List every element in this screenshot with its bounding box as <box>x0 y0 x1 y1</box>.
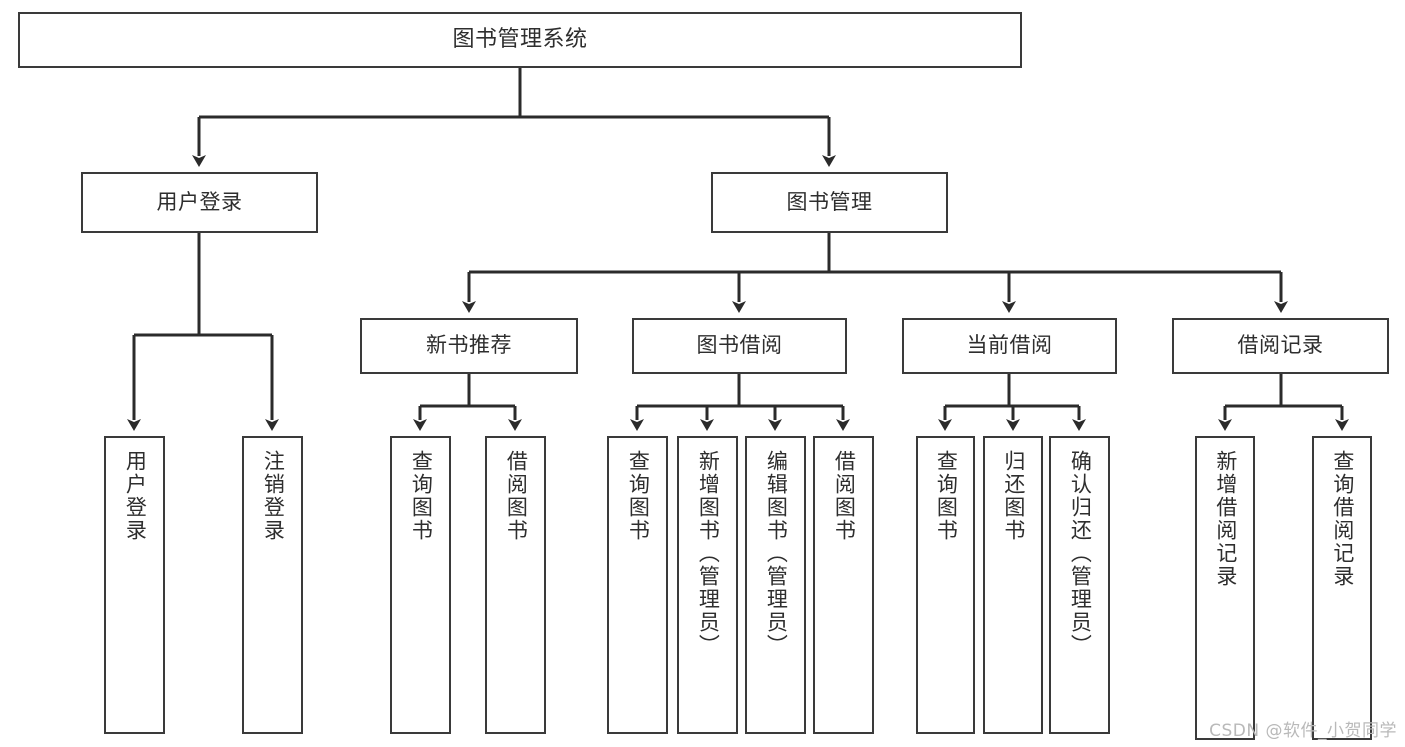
node-leaf-borrow-book-2[interactable]: 借阅图书 <box>813 436 874 734</box>
node-leaf-edit-book-label: 编辑图书（管理员） <box>764 450 789 657</box>
node-leaf-confirm-return-label: 确认归还（管理员） <box>1068 450 1093 657</box>
node-leaf-query-book-2-label: 查询图书 <box>626 450 651 542</box>
node-current-borrow-label: 当前借阅 <box>966 333 1053 358</box>
node-new-book-recommend-label: 新书推荐 <box>426 333 512 358</box>
node-leaf-borrow-book-2-label: 借阅图书 <box>832 450 857 542</box>
node-book-borrow-label: 图书借阅 <box>696 333 783 358</box>
node-borrow-record-label: 借阅记录 <box>1237 333 1324 358</box>
node-root-label: 图书管理系统 <box>452 26 588 52</box>
node-leaf-logout-login[interactable]: 注销登录 <box>242 436 303 734</box>
node-leaf-query-record[interactable]: 查询借阅记录 <box>1312 436 1372 740</box>
node-root[interactable]: 图书管理系统 <box>18 12 1022 68</box>
node-leaf-add-record-label: 新增借阅记录 <box>1213 450 1238 588</box>
node-leaf-query-book-3[interactable]: 查询图书 <box>916 436 975 734</box>
node-leaf-query-book-1-label: 查询图书 <box>409 450 434 542</box>
node-leaf-query-book-2[interactable]: 查询图书 <box>607 436 668 734</box>
node-leaf-return-book[interactable]: 归还图书 <box>983 436 1043 734</box>
node-current-borrow[interactable]: 当前借阅 <box>902 318 1117 374</box>
node-book-borrow[interactable]: 图书借阅 <box>632 318 847 374</box>
node-leaf-user-login[interactable]: 用户登录 <box>104 436 165 734</box>
node-leaf-user-login-label: 用户登录 <box>123 450 148 542</box>
node-leaf-borrow-book-1-label: 借阅图书 <box>504 450 529 542</box>
node-leaf-return-book-label: 归还图书 <box>1001 450 1026 542</box>
node-user-login[interactable]: 用户登录 <box>81 172 318 233</box>
node-book-manage[interactable]: 图书管理 <box>711 172 948 233</box>
node-leaf-confirm-return[interactable]: 确认归还（管理员） <box>1049 436 1110 734</box>
node-leaf-logout-login-label: 注销登录 <box>261 450 286 542</box>
node-leaf-edit-book[interactable]: 编辑图书（管理员） <box>745 436 806 734</box>
node-borrow-record[interactable]: 借阅记录 <box>1172 318 1389 374</box>
node-leaf-query-book-1[interactable]: 查询图书 <box>390 436 451 734</box>
node-leaf-borrow-book-1[interactable]: 借阅图书 <box>485 436 546 734</box>
node-user-login-label: 用户登录 <box>156 189 243 214</box>
node-leaf-add-book[interactable]: 新增图书（管理员） <box>677 436 738 734</box>
node-leaf-add-book-label: 新增图书（管理员） <box>696 450 721 657</box>
node-leaf-add-record[interactable]: 新增借阅记录 <box>1195 436 1255 740</box>
node-new-book-recommend[interactable]: 新书推荐 <box>360 318 578 374</box>
node-leaf-query-book-3-label: 查询图书 <box>934 450 959 542</box>
node-book-manage-label: 图书管理 <box>786 189 873 214</box>
csdn-watermark: CSDN @软件_小贺同学 <box>1209 721 1397 741</box>
node-leaf-query-record-label: 查询借阅记录 <box>1330 450 1355 588</box>
